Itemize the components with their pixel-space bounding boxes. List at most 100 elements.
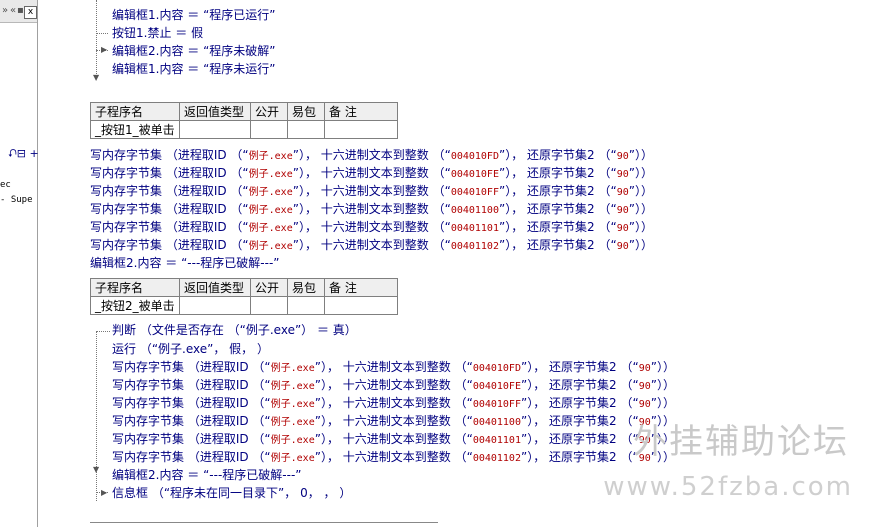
code-token: 004010FE [450, 169, 499, 180]
code-token: 写内存字节集 （进程取ID （“ [90, 166, 249, 180]
tree-connector [96, 492, 108, 493]
code-line[interactable]: 写内存字节集 （进程取ID （“例子.exe”）， 十六进制文本到整数 （“00… [112, 430, 675, 448]
code-line[interactable]: 信息框 （“程序未在同一目录下”， 0， ， ） [112, 486, 352, 500]
code-token: 90 [616, 241, 629, 252]
tree-connector [96, 0, 97, 76]
tree-item-fragment[interactable]: - Supe [0, 195, 33, 205]
table-cell[interactable] [324, 120, 398, 139]
code-token: 00401102 [472, 453, 521, 464]
code-token: 写内存字节集 （进程取ID （“ [112, 378, 271, 392]
code-line[interactable]: 编辑框2.内容 ＝ “---程序已破解---” [112, 468, 302, 482]
code-token: ”）） [650, 360, 675, 374]
code-token: ”）） [650, 450, 675, 464]
code-token: 90 [616, 151, 629, 162]
code-line[interactable]: 写内存字节集 （进程取ID （“例子.exe”）， 十六进制文本到整数 （“00… [112, 412, 675, 430]
code-line[interactable]: 编辑框2.内容 ＝ “程序未破解” [112, 44, 276, 58]
subroutine-name[interactable]: _按钮1_被单击 [90, 120, 180, 139]
code-token: 写内存字节集 （进程取ID （“ [90, 148, 249, 162]
table-cell[interactable] [179, 120, 251, 139]
code-token: 90 [616, 223, 629, 234]
code-token: 写内存字节集 （进程取ID （“ [90, 220, 249, 234]
watermark-url: www.52fzba.com [603, 472, 853, 502]
code-token: 004010FE [472, 381, 521, 392]
code-line[interactable]: 写内存字节集 （进程取ID （“例子.exe”）， 十六进制文本到整数 （“00… [112, 394, 675, 412]
code-line[interactable]: 按钮1.禁止 ＝ 假 [112, 26, 204, 40]
code-line[interactable]: 判断 （文件是否存在 （“例子.exe”） ＝ 真） [112, 323, 357, 337]
table-cell[interactable] [179, 296, 251, 315]
code-token: ”）， 十六进制文本到整数 （“ [314, 396, 473, 410]
code-line[interactable]: 运行 （“例子.exe”， 假， ） [112, 342, 269, 356]
code-line[interactable]: 写内存字节集 （进程取ID （“例子.exe”）， 十六进制文本到整数 （“00… [90, 218, 653, 236]
breakpoint-marker[interactable]: ⮏⊟ + [8, 147, 39, 160]
close-icon[interactable]: x [24, 6, 37, 19]
tree-item-fragment[interactable]: ec [0, 180, 11, 190]
code-line[interactable]: 写内存字节集 （进程取ID （“例子.exe”）， 十六进制文本到整数 （“00… [90, 182, 653, 200]
code-line[interactable]: 写内存字节集 （进程取ID （“例子.exe”）， 十六进制文本到整数 （“00… [112, 358, 675, 376]
code-token: ”）， 十六进制文本到整数 （“ [314, 414, 473, 428]
table-header: 公开 [250, 102, 288, 121]
code-token: 例子.exe [270, 417, 315, 428]
code-token: ”）， 十六进制文本到整数 （“ [292, 238, 451, 252]
code-line[interactable]: 写内存字节集 （进程取ID （“例子.exe”）， 十六进制文本到整数 （“00… [90, 200, 653, 218]
code-token: ”）） [650, 378, 675, 392]
expand-icon[interactable]: » [2, 5, 9, 16]
code-token: 写内存字节集 （进程取ID （“ [112, 432, 271, 446]
project-panel: » « ▪ x ec - Supe [0, 0, 38, 527]
code-line[interactable]: 编辑框2.内容 ＝ “---程序已破解---” [90, 256, 280, 270]
code-token: 写内存字节集 （进程取ID （“ [90, 238, 249, 252]
code-token: ”）， 十六进制文本到整数 （“ [292, 220, 451, 234]
code-token: ”）） [628, 238, 653, 252]
table-header: 公开 [250, 278, 288, 297]
flow-arrow-icon: ▼ [93, 465, 100, 474]
table-cell[interactable] [287, 120, 325, 139]
code-token: 例子.exe [270, 381, 315, 392]
code-line[interactable]: 写内存字节集 （进程取ID （“例子.exe”）， 十六进制文本到整数 （“00… [112, 448, 675, 466]
code-token: 例子.exe [248, 151, 293, 162]
table-header: 易包 [287, 278, 325, 297]
table-header: 子程序名 [90, 102, 180, 121]
code-token: 00401102 [450, 241, 499, 252]
collapse-icon[interactable]: « [10, 5, 17, 16]
table-cell[interactable] [250, 296, 288, 315]
code-line[interactable]: 写内存字节集 （进程取ID （“例子.exe”）， 十六进制文本到整数 （“00… [90, 236, 653, 254]
code-line[interactable]: 编辑框1.内容 ＝ “程序已运行” [112, 8, 276, 22]
code-token: 00401101 [472, 435, 521, 446]
code-token: 写内存字节集 （进程取ID （“ [112, 396, 271, 410]
divider [90, 522, 438, 523]
code-token: 004010FD [450, 151, 499, 162]
code-token: 004010FF [472, 399, 521, 410]
code-token: ”）， 十六进制文本到整数 （“ [292, 202, 451, 216]
table-header: 易包 [287, 102, 325, 121]
code-line[interactable]: 编辑框1.内容 ＝ “程序未运行” [112, 62, 276, 76]
code-token: 写内存字节集 （进程取ID （“ [112, 414, 271, 428]
code-token: 例子.exe [248, 241, 293, 252]
code-token: 写内存字节集 （进程取ID （“ [90, 202, 249, 216]
code-editor[interactable]: ▶ ▼ 编辑框1.内容 ＝ “程序已运行” 按钮1.禁止 ＝ 假 编辑框2.内容… [38, 0, 877, 527]
code-line[interactable]: 写内存字节集 （进程取ID （“例子.exe”）， 十六进制文本到整数 （“00… [90, 146, 653, 164]
tree-connector [96, 331, 97, 501]
code-token: ”）） [628, 184, 653, 198]
code-token: 004010FF [450, 187, 499, 198]
code-token: 写内存字节集 （进程取ID （“ [112, 450, 271, 464]
code-token: 00401100 [450, 205, 499, 216]
flow-arrow-icon: ▼ [93, 73, 100, 82]
flow-arrow-icon: ▶ [101, 488, 108, 497]
table-cell[interactable] [324, 296, 398, 315]
code-token: ”）） [650, 396, 675, 410]
code-token: ”）， 还原字节集2 （“ [520, 450, 639, 464]
subroutine-name[interactable]: _按钮2_被单击 [90, 296, 180, 315]
code-token: 例子.exe [270, 363, 315, 374]
table-cell[interactable] [250, 120, 288, 139]
table-header: 返回值类型 [179, 102, 251, 121]
flow-arrow-icon: ▶ [101, 45, 108, 54]
pin-icon[interactable]: ▪ [17, 5, 24, 16]
code-token: ”）） [628, 166, 653, 180]
code-line[interactable]: 写内存字节集 （进程取ID （“例子.exe”）， 十六进制文本到整数 （“00… [112, 376, 675, 394]
code-token: ”）， 还原字节集2 （“ [520, 360, 639, 374]
table-cell[interactable] [287, 296, 325, 315]
code-token: ”）， 十六进制文本到整数 （“ [292, 184, 451, 198]
subroutine-table: 子程序名 返回值类型 公开 易包 备 注 _按钮2_被单击 [90, 278, 398, 315]
code-token: 90 [638, 453, 651, 464]
code-token: ”）） [650, 432, 675, 446]
code-line[interactable]: 写内存字节集 （进程取ID （“例子.exe”）， 十六进制文本到整数 （“00… [90, 164, 653, 182]
